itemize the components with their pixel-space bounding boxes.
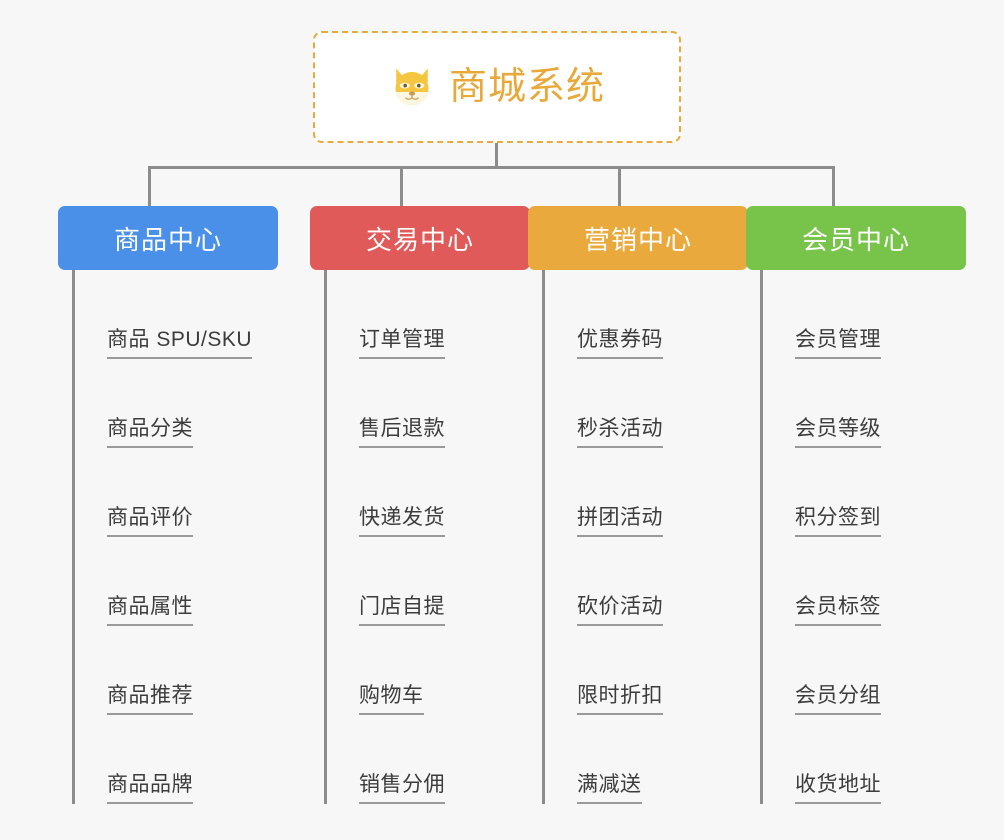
- list-item-label: 满减送: [577, 774, 642, 804]
- branch-header-label: 会员中心: [801, 224, 910, 255]
- connector-bar: [148, 166, 835, 169]
- list-item[interactable]: 门店自提: [327, 537, 530, 626]
- list-item[interactable]: 拼团活动: [545, 448, 748, 537]
- list-item[interactable]: 会员等级: [763, 359, 966, 448]
- root-title: 商城系统: [448, 66, 605, 108]
- connector-drop-3: [618, 166, 621, 208]
- list-item[interactable]: 销售分佣: [327, 715, 530, 804]
- list-item-label: 商品 SPU/SKU: [107, 329, 253, 359]
- list-item-label: 商品品牌: [107, 774, 193, 804]
- list-item-label: 商品评价: [107, 507, 193, 537]
- branch-header[interactable]: 营销中心: [528, 206, 748, 270]
- list-item[interactable]: 会员管理: [763, 270, 966, 359]
- list-item-label: 优惠券码: [577, 329, 663, 359]
- list-item-label: 会员管理: [795, 329, 881, 359]
- connector-drop-4: [832, 166, 835, 208]
- list-item-label: 收货地址: [795, 774, 881, 804]
- branch-header[interactable]: 交易中心: [310, 206, 530, 270]
- list-item-label: 商品属性: [107, 596, 193, 626]
- list-item[interactable]: 商品属性: [75, 537, 278, 626]
- list-item-label: 门店自提: [359, 596, 445, 626]
- branch-header[interactable]: 商品中心: [58, 206, 278, 270]
- list-item-label: 会员标签: [795, 596, 881, 626]
- branch-spine: 优惠券码 秒杀活动 拼团活动 砍价活动 限时折扣 满减送: [542, 270, 748, 804]
- list-item[interactable]: 满减送: [545, 715, 748, 804]
- branch-column: 交易中心 订单管理 售后退款 快递发货 门店自提 购物车 销售分佣: [310, 206, 530, 804]
- list-item[interactable]: 会员标签: [763, 537, 966, 626]
- branch-header[interactable]: 会员中心: [746, 206, 966, 270]
- list-item-label: 秒杀活动: [577, 418, 663, 448]
- list-item-label: 积分签到: [795, 507, 881, 537]
- list-item-label: 售后退款: [359, 418, 445, 448]
- list-item-label: 会员等级: [795, 418, 881, 448]
- list-item-label: 商品分类: [107, 418, 193, 448]
- branch-column: 商品中心 商品 SPU/SKU 商品分类 商品评价 商品属性 商品推荐 商品品牌: [58, 206, 278, 804]
- list-item[interactable]: 秒杀活动: [545, 359, 748, 448]
- branch-column: 会员中心 会员管理 会员等级 积分签到 会员标签 会员分组 收货地址: [746, 206, 966, 804]
- list-item[interactable]: 优惠券码: [545, 270, 748, 359]
- list-item[interactable]: 限时折扣: [545, 626, 748, 715]
- connector-stem: [495, 143, 498, 169]
- list-item-label: 销售分佣: [359, 774, 445, 804]
- branch-header-label: 营销中心: [583, 224, 692, 255]
- branch-column: 营销中心 优惠券码 秒杀活动 拼团活动 砍价活动 限时折扣 满减送: [528, 206, 748, 804]
- branch-spine: 订单管理 售后退款 快递发货 门店自提 购物车 销售分佣: [324, 270, 530, 804]
- branch-spine: 会员管理 会员等级 积分签到 会员标签 会员分组 收货地址: [760, 270, 966, 804]
- list-item[interactable]: 砍价活动: [545, 537, 748, 626]
- list-item[interactable]: 售后退款: [327, 359, 530, 448]
- branch-header-label: 交易中心: [365, 224, 474, 255]
- list-item[interactable]: 购物车: [327, 626, 530, 715]
- list-item[interactable]: 会员分组: [763, 626, 966, 715]
- branch-spine: 商品 SPU/SKU 商品分类 商品评价 商品属性 商品推荐 商品品牌: [72, 270, 278, 804]
- list-item-label: 限时折扣: [577, 685, 663, 715]
- list-item[interactable]: 商品推荐: [75, 626, 278, 715]
- list-item-label: 订单管理: [359, 329, 445, 359]
- list-item[interactable]: 商品品牌: [75, 715, 278, 804]
- list-item[interactable]: 积分签到: [763, 448, 966, 537]
- list-item-label: 商品推荐: [107, 685, 193, 715]
- list-item-label: 购物车: [359, 685, 424, 715]
- list-item[interactable]: 商品 SPU/SKU: [75, 270, 278, 359]
- root-node[interactable]: 商城系统: [313, 31, 681, 143]
- list-item[interactable]: 收货地址: [763, 715, 966, 804]
- list-item-label: 会员分组: [795, 685, 881, 715]
- list-item[interactable]: 商品评价: [75, 448, 278, 537]
- dog-face-icon: [395, 68, 429, 105]
- branch-header-label: 商品中心: [113, 224, 222, 255]
- connector-drop-2: [400, 166, 403, 208]
- list-item-label: 快递发货: [359, 507, 445, 537]
- list-item[interactable]: 商品分类: [75, 359, 278, 448]
- list-item-label: 拼团活动: [577, 507, 663, 537]
- list-item[interactable]: 订单管理: [327, 270, 530, 359]
- list-item-label: 砍价活动: [577, 596, 663, 626]
- connector-drop-1: [148, 166, 151, 208]
- list-item[interactable]: 快递发货: [327, 448, 530, 537]
